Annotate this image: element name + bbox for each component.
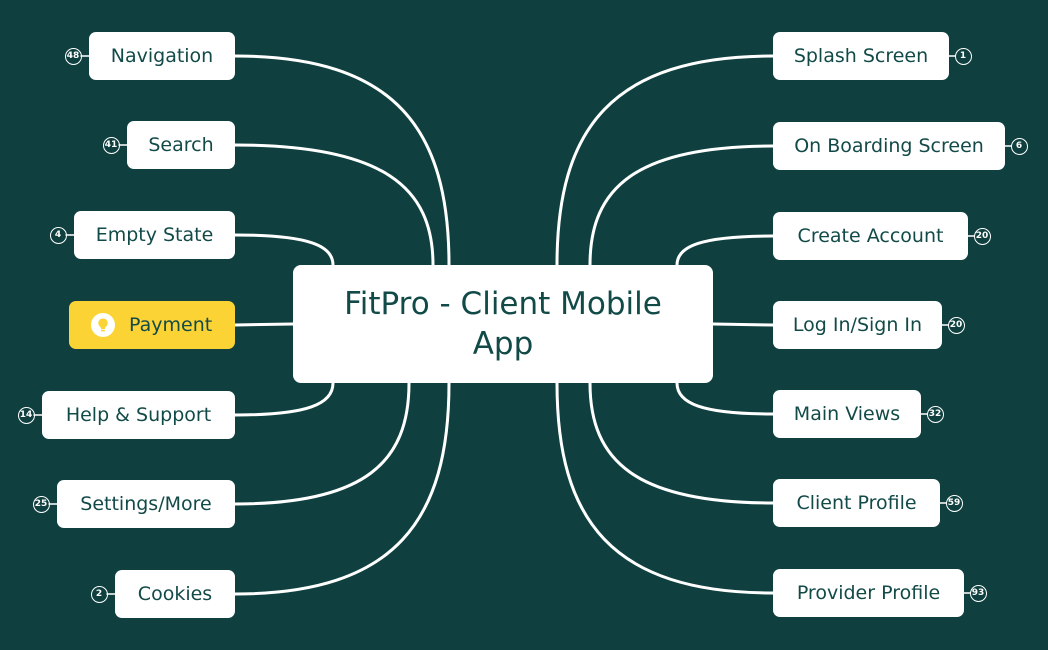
branch-line-on-boarding-screen [588,144,775,267]
topic-label-search: Search [148,134,214,156]
topic-node-create-account[interactable]: Create Account [773,212,968,260]
branch-line-client-profile [588,381,775,505]
topic-node-splash-screen[interactable]: Splash Screen [773,32,949,80]
topic-label-log-in-sign-in: Log In/Sign In [792,314,923,336]
subtopic-count-badge-client-profile[interactable]: 59 [945,494,963,512]
topic-node-log-in-sign-in[interactable]: Log In/Sign In [773,301,942,349]
topic-node-navigation[interactable]: Navigation [89,32,235,80]
topic-label-help-support: Help & Support [65,404,212,426]
topic-label-client-profile: Client Profile [796,492,917,514]
central-topic-label: FitPro - Client Mobile App [344,286,662,362]
lightbulb-icon [91,313,115,337]
topic-label-on-boarding-screen: On Boarding Screen [794,135,984,157]
branch-line-navigation [233,54,451,267]
subtopic-count-badge-navigation[interactable]: 48 [64,47,82,65]
topic-node-client-profile[interactable]: Client Profile [773,479,940,527]
topic-label-main-views: Main Views [793,403,901,425]
branch-line-log-in-sign-in [711,322,775,327]
subtopic-count-badge-main-views[interactable]: 32 [926,405,944,423]
topic-label-empty-state: Empty State [95,224,214,246]
branch-line-help-support [233,381,335,417]
topic-node-help-support[interactable]: Help & Support [42,391,235,439]
subtopic-count-badge-cookies[interactable]: 2 [90,585,108,603]
central-topic[interactable]: FitPro - Client Mobile App [293,265,713,383]
subtopic-count-badge-log-in-sign-in[interactable]: 20 [947,316,965,334]
branch-line-empty-state [233,233,335,267]
branch-line-create-account [675,234,775,267]
topic-node-main-views[interactable]: Main Views [773,390,921,438]
topic-node-cookies[interactable]: Cookies [115,570,235,618]
subtopic-count-badge-help-support[interactable]: 14 [17,406,35,424]
topic-label-splash-screen: Splash Screen [793,45,929,67]
branch-line-provider-profile [555,381,775,595]
topic-label-settings-more: Settings/More [80,493,212,515]
branch-line-search [233,143,435,267]
branch-line-cookies [233,381,451,596]
topic-label-create-account: Create Account [797,225,944,247]
topic-label-payment: Payment [129,314,213,336]
subtopic-count-badge-search[interactable]: 41 [102,136,120,154]
topic-node-provider-profile[interactable]: Provider Profile [773,569,964,617]
branch-line-settings-more [233,381,411,506]
branch-line-payment [233,322,295,327]
topic-label-cookies: Cookies [137,583,213,605]
branch-line-splash-screen [555,54,775,267]
subtopic-count-badge-on-boarding-screen[interactable]: 6 [1010,137,1028,155]
subtopic-count-badge-provider-profile[interactable]: 93 [969,584,987,602]
subtopic-count-badge-splash-screen[interactable]: 1 [954,47,972,65]
subtopic-count-badge-settings-more[interactable]: 25 [32,495,50,513]
branch-line-main-views [675,381,775,416]
topic-label-provider-profile: Provider Profile [796,582,941,604]
subtopic-count-badge-empty-state[interactable]: 4 [49,226,67,244]
topic-label-navigation: Navigation [110,45,214,67]
topic-node-search[interactable]: Search [127,121,235,169]
topic-node-on-boarding-screen[interactable]: On Boarding Screen [773,122,1005,170]
subtopic-count-badge-create-account[interactable]: 20 [973,227,991,245]
topic-node-settings-more[interactable]: Settings/More [57,480,235,528]
topic-node-empty-state[interactable]: Empty State [74,211,235,259]
topic-node-payment[interactable]: Payment [69,301,235,349]
